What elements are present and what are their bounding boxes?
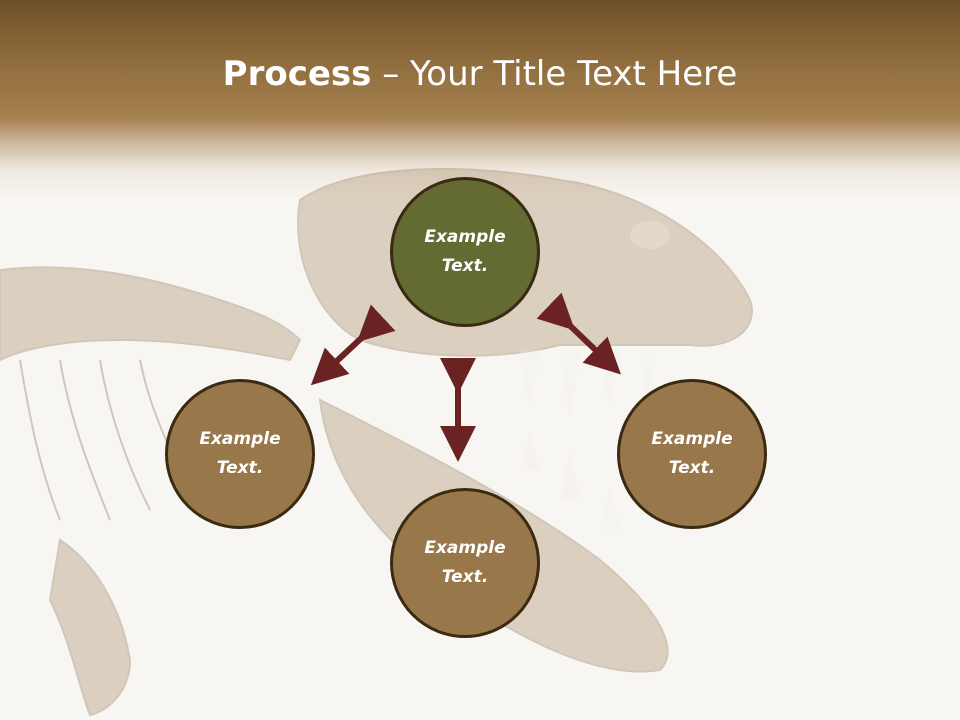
node-left-line2: Text.: [216, 458, 264, 478]
process-node-left[interactable]: Example Text.: [165, 379, 315, 529]
node-right-line2: Text.: [668, 458, 716, 478]
title-rest: Your Title Text Here: [410, 54, 738, 94]
node-top-line1: Example: [424, 227, 506, 247]
node-top-line2: Text.: [441, 256, 489, 276]
slide-title: Process – Your Title Text Here: [0, 48, 960, 100]
node-right-line1: Example: [651, 429, 733, 449]
title-bold: Process: [222, 54, 372, 94]
process-node-right[interactable]: Example Text.: [617, 379, 767, 529]
title-dash: –: [382, 54, 400, 94]
process-node-bottom[interactable]: Example Text.: [390, 488, 540, 638]
node-bottom-line2: Text.: [441, 567, 489, 587]
node-bottom-line1: Example: [424, 538, 506, 558]
node-left-line1: Example: [199, 429, 281, 449]
process-node-top[interactable]: Example Text.: [390, 177, 540, 327]
